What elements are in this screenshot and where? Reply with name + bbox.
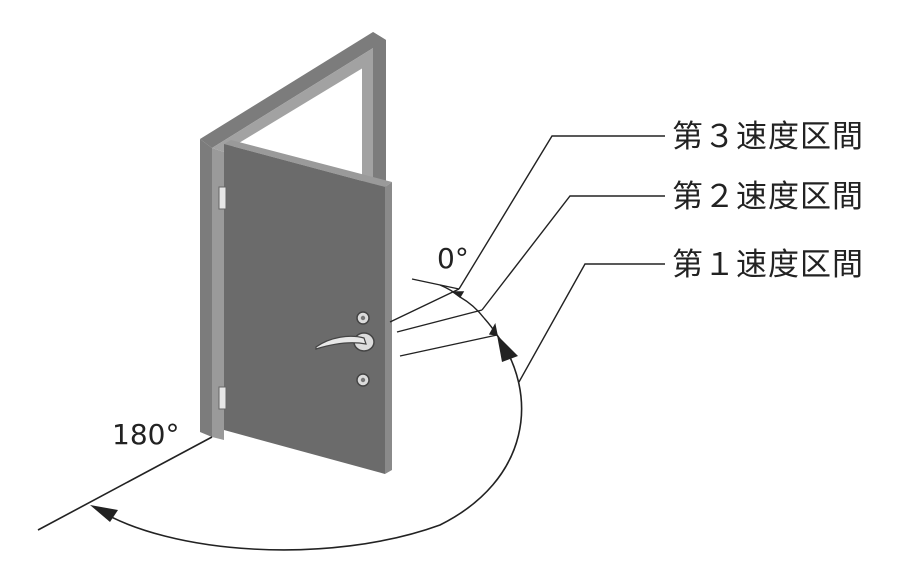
door-frame [200, 32, 386, 440]
door-top-edge [224, 140, 392, 187]
zone-arcs [439, 284, 498, 336]
frame-header [200, 32, 386, 148]
leader-zone-1 [518, 263, 665, 383]
leader-lines [458, 135, 665, 383]
frame-left-jamb [200, 139, 212, 437]
zone-label-3: 第３速度区間 [672, 119, 864, 155]
angle-label-closed: 0° [437, 242, 469, 275]
frame-left-jamb-face [212, 148, 224, 440]
frame-right-jamb [373, 32, 386, 195]
arc-arrow-end [90, 505, 118, 522]
open-position-line [37, 436, 213, 531]
arc-arrow-start [497, 335, 518, 362]
leader-zone-2 [481, 195, 665, 311]
frame-header-inner [212, 40, 386, 152]
hinge-bottom [218, 386, 227, 410]
hinge-top [218, 186, 227, 210]
zone-label-2: 第２速度区間 [672, 179, 864, 215]
swing-arc [90, 334, 523, 551]
door-leaf [218, 140, 392, 474]
leader-zone-3 [458, 135, 665, 290]
frame-right-jamb-face [362, 55, 373, 190]
zone-boundary-lines [389, 278, 498, 357]
lever-handle-icon [315, 332, 375, 352]
door-face [224, 144, 385, 474]
door-side-edge [385, 182, 392, 474]
zone-label-1: 第１速度区間 [672, 247, 864, 283]
angle-label-open: 180° [112, 418, 179, 451]
